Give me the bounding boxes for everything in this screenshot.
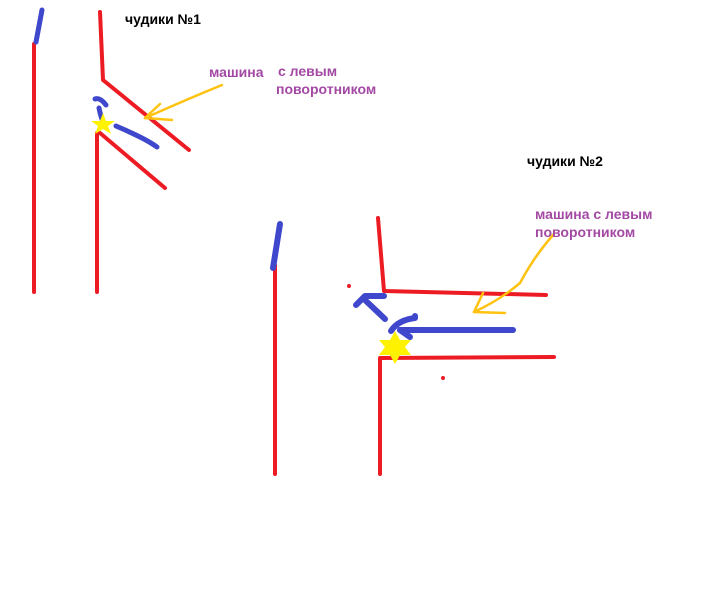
road-edge-upper: [98, 10, 191, 152]
pointer-arrow-1: [143, 83, 224, 122]
car-path-hook: [388, 313, 418, 340]
car-path-turning-tail: [113, 123, 160, 150]
collision-star-icon: [91, 113, 115, 134]
diagram-1-roads: [32, 10, 191, 294]
road-edge-upper: [376, 216, 548, 297]
diagram-2-note-line-2: поворотником: [535, 224, 636, 240]
diagram-1-car-paths: [33, 7, 160, 150]
diagram-2-note-line-1: машина с левым: [535, 206, 653, 222]
diagram-1-note-line-2: поворотником: [276, 81, 377, 97]
diagram-2-roads: [273, 216, 556, 476]
dot: [441, 376, 445, 380]
diagram-1-title: чудики №1: [125, 11, 201, 27]
car-path-oncoming: [33, 7, 45, 45]
diagram-2-title: чудики №2: [527, 153, 603, 169]
diagram-2-car-paths: [270, 221, 516, 340]
pointer-arrow-2: [472, 232, 556, 315]
diagram-1-note-word-2: с левым: [278, 63, 338, 79]
car-path-oncoming: [270, 221, 283, 271]
road-edge-lower: [378, 355, 556, 476]
road-edge-lower-diagonal: [98, 131, 167, 190]
diagram-1-note-word-1: машина: [209, 64, 264, 80]
dot: [347, 284, 351, 288]
car-path-turn-arrow: [353, 293, 388, 322]
collision-star-icon: [379, 331, 411, 364]
